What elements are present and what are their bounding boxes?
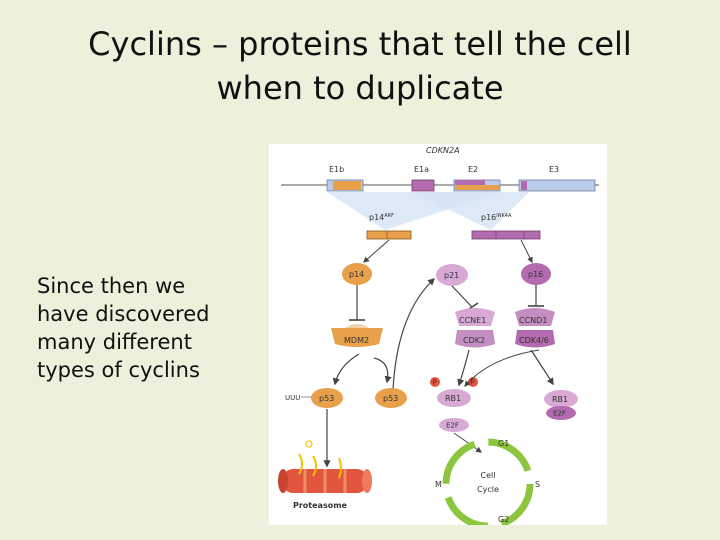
- cdk46-node: [515, 330, 555, 348]
- rb1-node: [544, 390, 578, 408]
- e2f-bound-node: [546, 406, 576, 420]
- mdm2-label: MDM2: [344, 336, 369, 345]
- exon-label-e2: E2: [468, 165, 478, 174]
- p14-node: [342, 263, 372, 285]
- body-line: have discovered: [37, 302, 210, 326]
- exon-e1b-coding: [333, 181, 361, 190]
- ccnd1-label: CCND1: [519, 316, 547, 325]
- exon-e1a: [411, 179, 435, 192]
- exon-e2-p14-part: [455, 185, 499, 190]
- slide-body-text: Since then we have discovered many diffe…: [37, 272, 247, 384]
- exon-e3: [518, 179, 596, 192]
- exon-e3-coding: [521, 181, 527, 190]
- p21-node-label: p21: [444, 271, 459, 280]
- proteasome-label: Proteasome: [293, 501, 348, 510]
- phosphate-2-label: P: [471, 379, 475, 387]
- pathway-figure: CDKN2A E1b E1a E2 E3 p14ARF p16INK4A p14…: [269, 144, 607, 525]
- e2f-free-label: E2F: [446, 422, 459, 430]
- cdk2-node: [455, 330, 495, 348]
- cdk2-label: CDK2: [463, 336, 485, 345]
- p14-transcript-label: p14ARF: [369, 213, 394, 222]
- phosphate-1-label: P: [433, 379, 437, 387]
- exon-label-e1b: E1b: [329, 165, 344, 174]
- e2f-free-node: [439, 418, 469, 432]
- body-line: types of cyclins: [37, 358, 200, 382]
- body-line: many different: [37, 330, 192, 354]
- phase-g2-label: G2: [498, 515, 509, 524]
- ccne1-label: CCNE1: [459, 316, 486, 325]
- p53-node: [375, 388, 407, 408]
- exon-label-e3: E3: [549, 165, 559, 174]
- p16-node: [521, 263, 551, 285]
- gene-label: CDKN2A: [426, 146, 460, 155]
- cell-cycle-line2: Cycle: [477, 485, 499, 494]
- p53-left-label: p53: [319, 394, 334, 403]
- phase-m-label: M: [435, 480, 442, 489]
- rb1-right-label: RB1: [552, 395, 568, 404]
- cell-cycle-wheel: [442, 438, 534, 525]
- ccnd1-node: [515, 308, 555, 326]
- e2f-bound-label: E2F: [553, 410, 566, 418]
- rb1-phosphorylated-node: [437, 389, 471, 407]
- title-line-2: when to duplicate: [216, 69, 504, 107]
- p16-node-label: p16: [528, 270, 543, 279]
- rb1-left-label: RB1: [445, 394, 461, 403]
- p16-transcript-label: p16INK4A: [481, 213, 512, 222]
- p16-transcript: [471, 230, 541, 240]
- p53-right-label: p53: [383, 394, 398, 403]
- exon-e2-p16-part: [455, 180, 485, 185]
- phosphate-1: [430, 377, 440, 387]
- p53-ubiquitinated-node: [311, 388, 343, 408]
- exon-label-e1a: E1a: [414, 165, 429, 174]
- cell-cycle-line1: Cell: [481, 471, 496, 480]
- pathway-diagram: CDKN2A E1b E1a E2 E3 p14ARF p16INK4A p14…: [278, 146, 599, 525]
- p14-transcript: [366, 230, 412, 240]
- phase-s-label: S: [535, 480, 540, 489]
- proteasome-graphic: [278, 440, 372, 493]
- body-line: Since then we: [37, 274, 186, 298]
- ccne1-node: [455, 308, 495, 326]
- mdm2-node: [331, 328, 383, 347]
- slide-title: Cyclins – proteins that tell the cell wh…: [40, 22, 680, 110]
- phase-g1-label: G1: [498, 439, 509, 448]
- title-line-1: Cyclins – proteins that tell the cell: [88, 25, 632, 63]
- p21-node: [436, 264, 468, 286]
- p14-node-label: p14: [349, 270, 364, 279]
- p16-splice-funnel: [412, 192, 529, 230]
- cdk46-label: CDK4/6: [519, 336, 549, 345]
- ubiquitin-label: UUU: [285, 394, 300, 402]
